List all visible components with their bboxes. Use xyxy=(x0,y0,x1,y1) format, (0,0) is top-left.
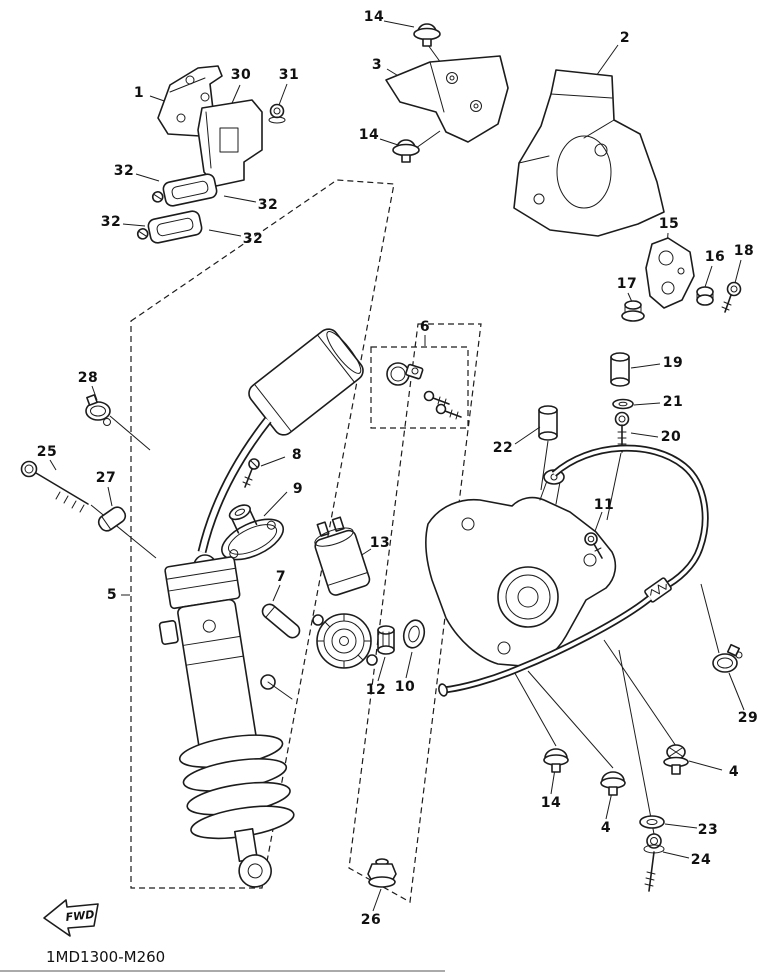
assembly-boundaries xyxy=(130,179,482,903)
part-27-collar xyxy=(97,506,127,532)
part-4-flange-bolt xyxy=(663,744,689,775)
diagram-code: 1MD1300-M260 xyxy=(46,948,166,966)
part-31-bolt xyxy=(268,103,286,124)
part-7-shaft xyxy=(261,603,301,639)
part-12-bushing xyxy=(377,625,395,655)
part-23-washer xyxy=(639,815,665,829)
part-10-washer xyxy=(402,619,426,649)
part-28-clamp xyxy=(85,394,111,426)
part-15-stay-plate xyxy=(645,237,695,309)
part-3-bracket xyxy=(385,55,509,143)
part-14-damper-mid xyxy=(392,139,420,163)
part-21-washer xyxy=(612,398,634,410)
part-25-bolt xyxy=(20,460,89,513)
part-13-motor xyxy=(312,516,378,669)
part-14-damper-top xyxy=(413,23,441,47)
hydraulic-hose xyxy=(438,444,709,697)
part-11-bolt xyxy=(584,532,603,559)
part-26-nut xyxy=(367,858,397,888)
fwd-arrow-icon xyxy=(43,899,99,937)
part-32-clamp-lower xyxy=(136,210,203,244)
part-29-clamp xyxy=(712,643,743,673)
part-32-clamp-upper xyxy=(151,173,218,207)
part-30-bracket xyxy=(197,99,263,187)
part-2-cover-bracket xyxy=(513,69,665,237)
part-14-damper-bottom xyxy=(543,748,569,773)
part-9-mount-flange xyxy=(221,504,284,561)
part-24-bolt xyxy=(643,833,665,892)
part-22-collar xyxy=(538,405,558,441)
part-17-grommet xyxy=(621,300,645,322)
part-16-spacer xyxy=(696,286,714,306)
part-5-shock-absorber xyxy=(158,328,364,888)
part-18-bolt xyxy=(721,281,742,313)
part-8-screw xyxy=(242,458,260,488)
part-19-collar xyxy=(610,352,630,387)
part-4-damper-bottom xyxy=(600,771,626,796)
part-6-clamp-set xyxy=(386,362,462,420)
